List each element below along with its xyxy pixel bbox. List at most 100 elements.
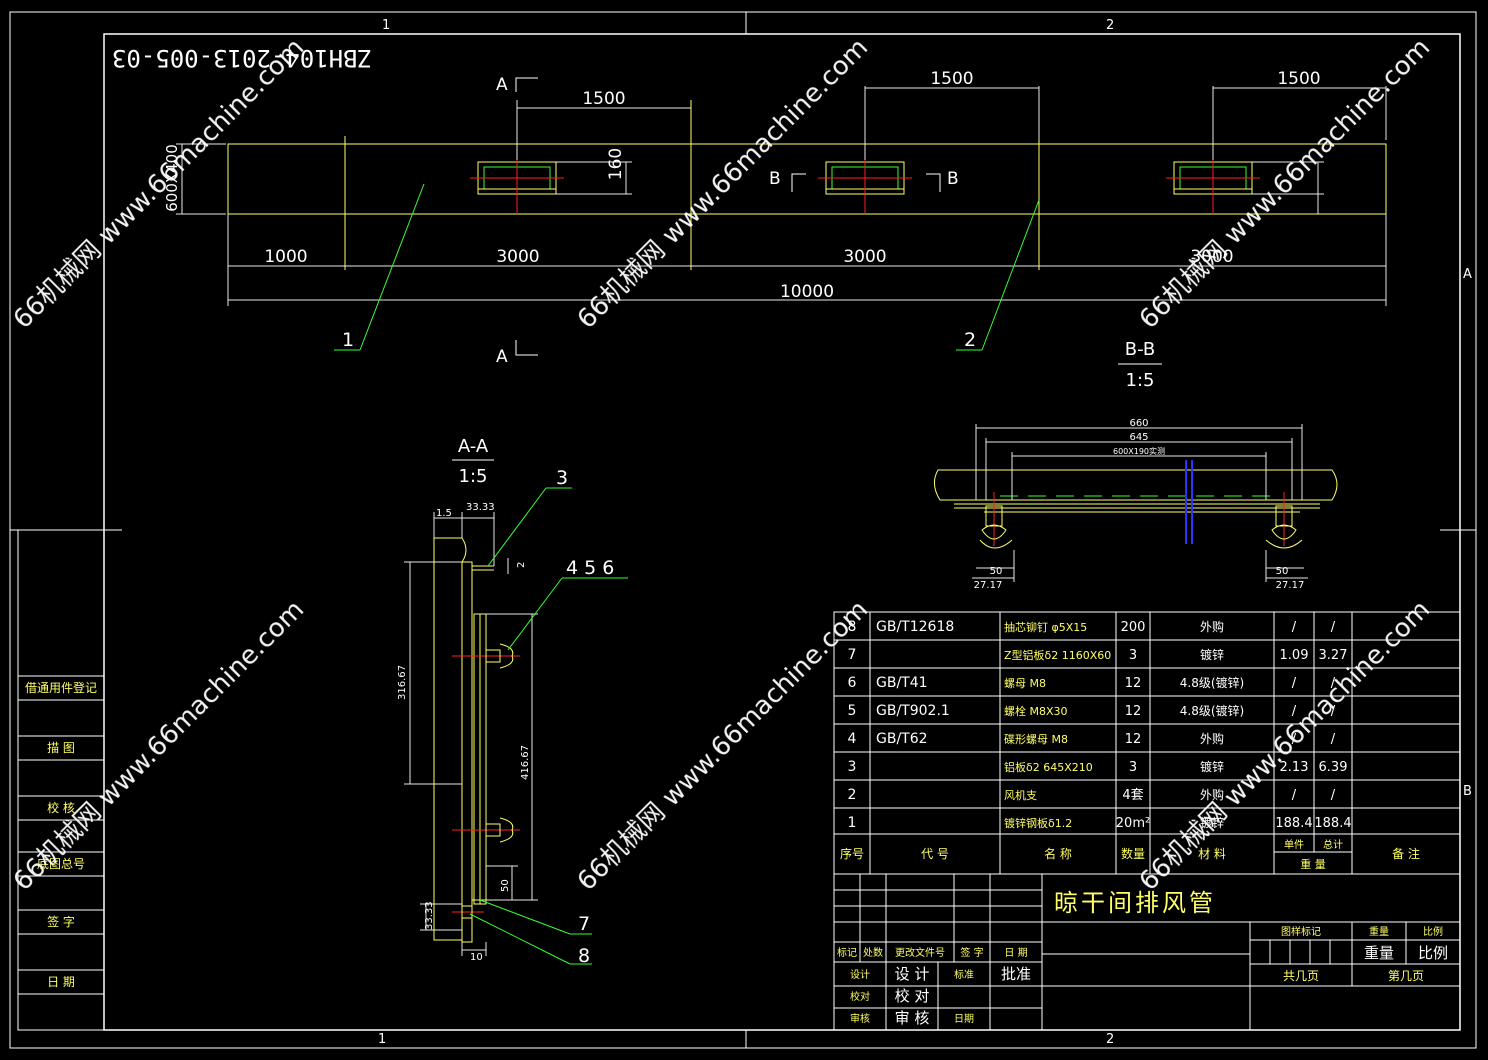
section-bb-scale: 1:5 xyxy=(1126,370,1155,391)
side-label: 日 期 xyxy=(47,975,75,989)
dim-2717-left: 27.17 xyxy=(974,580,1003,591)
bom-cell-material: 镀锌 xyxy=(1200,648,1224,662)
bom-cell-qty: 200 xyxy=(1121,620,1146,635)
tb-date: 日 期 xyxy=(1004,947,1027,959)
section-bb-dims xyxy=(972,424,1308,582)
bom-header-no: 序号 xyxy=(840,846,864,861)
bom-cell-name: 抽芯铆钉 φ5X15 xyxy=(1004,620,1087,634)
bom-header-remark: 备 注 xyxy=(1392,846,1420,861)
bom-cell-qty: 3 xyxy=(1129,760,1137,775)
section-bb-title: B-B 1:5 xyxy=(1125,339,1156,391)
zone-label-2-bottom: 2 xyxy=(1106,1032,1114,1047)
bom-cell-code: GB/T41 xyxy=(876,675,928,691)
duct-plan-view xyxy=(227,100,1387,270)
tb-review-l: 审 核 xyxy=(895,1009,930,1027)
bom-cell-no: 5 xyxy=(848,703,857,719)
dim-1500-b: 1500 xyxy=(930,69,973,89)
side-label: 校 核 xyxy=(47,800,75,815)
tb-sheet: 共几页 xyxy=(1283,969,1319,983)
tb-check-l: 校 对 xyxy=(895,987,930,1005)
balloon-8: 8 xyxy=(578,945,590,967)
bom-cell-material: 镀锌 xyxy=(1200,816,1224,830)
tb-change-doc: 更改文件号 xyxy=(895,946,945,959)
section-bb-label: B-B xyxy=(1125,339,1156,360)
zone-label-2-top: 2 xyxy=(1106,18,1114,33)
tb-date2: 日期 xyxy=(954,1013,974,1025)
balloon-2: 2 xyxy=(964,329,976,351)
dim-600x190: 600X190实测 xyxy=(1113,446,1165,456)
bom-cell-material: 4.8级(镀锌) xyxy=(1180,676,1244,690)
bom-header-name: 名 称 xyxy=(1044,846,1072,861)
bom-cell-qty: 12 xyxy=(1125,704,1142,719)
plan-dimensions xyxy=(176,86,1387,306)
bom-cell-total: / xyxy=(1331,704,1336,719)
balloon-3: 3 xyxy=(556,467,568,489)
dim-660: 660 xyxy=(1129,418,1148,429)
bom-cell-total: / xyxy=(1331,732,1336,747)
bom-cell-no: 1 xyxy=(848,815,857,831)
bom-cell-unit: / xyxy=(1292,732,1297,747)
side-panel xyxy=(17,529,105,1031)
watermark: 66机械网 www.66machine.com xyxy=(8,33,310,335)
bom-cell-qty: 4套 xyxy=(1122,787,1143,803)
section-aa-label: A-A xyxy=(458,436,489,457)
dim-50-left: 50 xyxy=(990,566,1003,577)
dim-3000-c: 3000 xyxy=(1190,247,1233,267)
bom-header-weight: 重 量 xyxy=(1300,857,1326,871)
balloon-7: 7 xyxy=(578,913,590,935)
bom-cell-qty: 12 xyxy=(1125,676,1142,691)
bom-cell-material: 外购 xyxy=(1200,731,1224,746)
bom-cell-no: 8 xyxy=(848,619,857,635)
title-block-labels: 标记 处数 更改文件号 签 字 日 期 设计 校对 审核 标准 日期 图样标记 … xyxy=(837,925,1443,1025)
dim-2: 2 xyxy=(516,562,527,568)
bom-cell-no: 3 xyxy=(848,759,857,775)
tb-review: 审核 xyxy=(850,1012,870,1025)
bom-cell-material: 4.8级(镀锌) xyxy=(1180,704,1244,718)
tb-approve: 批准 xyxy=(1001,965,1031,983)
dim-645: 645 xyxy=(1129,432,1148,443)
zone-label-1-top: 1 xyxy=(382,18,390,33)
side-label: 签 字 xyxy=(47,914,75,929)
bom-cell-name: 镀锌钢板δ1.2 xyxy=(1004,816,1072,830)
dim-160: 160 xyxy=(606,148,626,180)
duct-outline xyxy=(227,143,1387,215)
dim-1500-a: 1500 xyxy=(582,89,625,109)
section-aa-balloons xyxy=(469,487,628,965)
section-bb-drawing xyxy=(934,460,1338,549)
dim-3000-b: 3000 xyxy=(843,247,886,267)
tb-sign: 签 字 xyxy=(960,946,983,959)
bom-cell-qty: 3 xyxy=(1129,648,1137,663)
bom-cell-name: 铝板δ2 645X210 xyxy=(1004,760,1093,774)
title-block-large-labels: 设 计 校 对 审 核 批准 重量 比例 xyxy=(895,944,1448,1027)
bom-cell-total: 188.4 xyxy=(1314,816,1351,831)
tb-design: 设计 xyxy=(850,968,870,981)
bom-cell-qty: 12 xyxy=(1125,732,1142,747)
bom-cell-unit: / xyxy=(1292,704,1297,719)
section-aa-title: A-A 1:5 xyxy=(458,436,489,487)
zone-label-b: B xyxy=(1463,784,1472,799)
zone-label-1-bottom: 1 xyxy=(378,1032,386,1047)
balloon-leaders xyxy=(334,183,1040,351)
bom-cell-unit: / xyxy=(1292,788,1297,803)
tb-mark: 标记 xyxy=(837,947,857,959)
bom-header-total: 总计 xyxy=(1323,838,1343,851)
dim-33-33-bottom: 33.33 xyxy=(424,901,435,930)
section-b-right: B xyxy=(947,169,959,189)
dim-600x400: 600X400 xyxy=(163,144,181,212)
bom-cell-no: 2 xyxy=(848,787,857,803)
bom-header: 序号 代 号 名 称 数量 材 料 单件 总计 重 量 备 注 xyxy=(840,838,1420,871)
tb-count: 处数 xyxy=(863,946,883,959)
dim-2717-right: 27.17 xyxy=(1276,580,1305,591)
bom-cell-total: / xyxy=(1331,676,1336,691)
bom-cell-material: 镀锌 xyxy=(1200,760,1224,774)
section-aa-dims xyxy=(404,512,538,956)
side-panel-labels: 借通用件登记 描 图 校 核 底图总号 签 字 日 期 xyxy=(25,680,97,989)
bom-cell-name: Z型铝板δ2 1160X60 xyxy=(1004,648,1111,662)
dim-316-67: 316.67 xyxy=(397,665,408,700)
